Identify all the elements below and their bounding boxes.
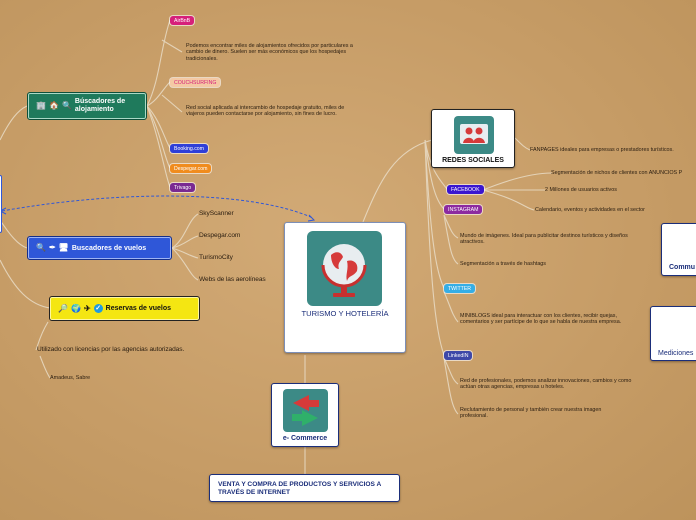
communication-card[interactable]: Commu: [661, 223, 696, 276]
fanpages-text: FANPAGES ideales para empresas o prestad…: [530, 147, 674, 153]
booking-pill[interactable]: Booking.com: [170, 144, 208, 153]
couchsurfing-pill[interactable]: COUCHSURFING: [170, 78, 221, 87]
people-icon: [454, 116, 494, 154]
dashed-relation: [1, 195, 314, 219]
ecommerce-description[interactable]: VENTA Y COMPRA DE PRODUCTOS Y SERVICIOS …: [209, 474, 400, 502]
search-icon: 🔍: [61, 101, 72, 110]
reservas-label: Reservas de vuelos: [105, 305, 172, 312]
twitter-pill[interactable]: TWITTER: [444, 284, 476, 293]
vuelos-label: Buscadores de vuelos: [71, 244, 147, 252]
instagram-calendar-text: Calendario, eventos y actividades en el …: [535, 207, 645, 213]
checkmark-icon: ✓: [93, 304, 103, 313]
mediciones-label: Mediciones: [658, 350, 694, 357]
central-topic-label: TURISMO Y HOTELERÍA: [301, 309, 389, 318]
despegar-pill[interactable]: Despegar.com: [170, 164, 212, 173]
linkedin-professionals-text: Red de profesionales, podemos analizar i…: [460, 378, 632, 391]
search-icon: 🔍: [36, 243, 46, 252]
central-topic-card[interactable]: TURISMO Y HOTELERÍA: [284, 222, 406, 353]
screen-icon: 🖥: [58, 243, 69, 252]
ecommerce-description-text: VENTA Y COMPRA DE PRODUCTOS Y SERVICIOS …: [218, 481, 382, 496]
alojamiento-branch[interactable]: 🏢 🏠 🔍 Búscadores de alojamiento: [27, 92, 147, 120]
globe-icon: 🌍: [70, 303, 81, 313]
redes-sociales-card[interactable]: REDES SOCIALES: [431, 109, 515, 168]
vuelos-item: TurismoCity: [199, 254, 233, 261]
trivago-pill[interactable]: Trivago: [170, 183, 196, 192]
ecommerce-card[interactable]: e- Commerce: [271, 383, 339, 447]
instagram-hashtag-text: Segmentación a través de hashtags: [460, 261, 547, 267]
facebook-pill[interactable]: FACEBOOK: [447, 185, 484, 194]
communication-label: Commu: [669, 264, 696, 271]
redes-sociales-label: REDES SOCIALES: [442, 157, 504, 164]
instagram-images-text: Mundo de imágenes. Ideal para publicitar…: [460, 233, 628, 246]
globe-icon: [307, 231, 382, 306]
reservas-example: Amadeus, Sabre: [50, 375, 91, 381]
exchange-arrows-icon: [283, 389, 328, 432]
facebook-users-text: 2 Millones de usuarios activos: [545, 187, 617, 193]
plane-icon: ✈: [83, 303, 91, 313]
airbnb-pill[interactable]: AirBnB: [170, 16, 195, 25]
linkedin-pill[interactable]: LinkedIN: [444, 351, 473, 360]
house-icon: 🏠: [48, 101, 59, 110]
instagram-pill[interactable]: INSTAGRAM: [444, 205, 483, 214]
vuelos-item: SkyScanner: [199, 210, 234, 217]
ecommerce-label: e- Commerce: [282, 435, 328, 442]
segmentation-text: Segmentación de nichos de clientes con A…: [551, 170, 683, 176]
vuelos-branch[interactable]: 🔍 ✒ 🖥 Buscadores de vuelos: [27, 236, 172, 260]
couchsurfing-description: Red social aplicada al intercambio de ho…: [186, 105, 345, 118]
reservas-description: Utilizado con licencias por las agencias…: [37, 346, 185, 353]
vuelos-item: Despegar.com: [199, 232, 241, 239]
wand-icon: ✒: [48, 243, 56, 252]
search-icon: 🔎: [58, 303, 68, 313]
vuelos-item: Webs de las aerolíneas: [199, 276, 266, 283]
reservas-branch[interactable]: 🔎 🌍 ✈ ✓ Reservas de vuelos: [49, 296, 200, 321]
alojamiento-label: Búscadores de alojamiento: [74, 98, 126, 113]
mediciones-card[interactable]: Mediciones: [650, 306, 696, 361]
building-icon: 🏢: [36, 101, 46, 110]
twitter-description: MINIBLOGS ideal para interactuar con los…: [460, 313, 622, 326]
linkedin-recruitment-text: Reclutamiento de personal y también crea…: [460, 407, 602, 420]
airbnb-description: Podemos encontrar miles de alojamientos …: [186, 43, 353, 62]
left-edge-node: [0, 175, 2, 233]
